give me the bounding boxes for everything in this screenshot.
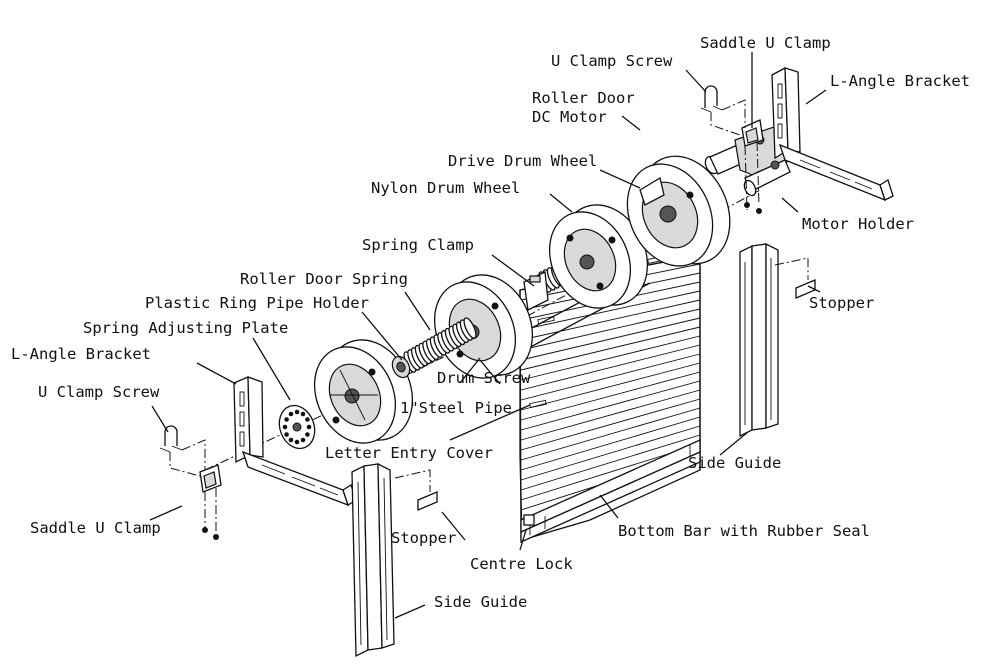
- label-stopper-right: Stopper: [809, 294, 874, 312]
- spring-clamp-part: [523, 271, 549, 311]
- label-saddle-u-clamp-left: Saddle U Clamp: [30, 519, 161, 537]
- plate-hole: [282, 424, 288, 430]
- curtain-slat: [520, 416, 701, 471]
- curtain-slat: [520, 290, 701, 331]
- right-l-angle-bracket: [771, 66, 894, 202]
- label-spring-clamp: Spring Clamp: [362, 236, 474, 254]
- label-nylon-drum-wheel: Nylon Drum Wheel: [371, 179, 520, 197]
- label-stopper-left: Stopper: [391, 529, 456, 547]
- spring-adjusting-plate: [278, 404, 316, 450]
- plate-hole: [305, 417, 310, 422]
- right-stopper: [774, 257, 816, 299]
- label-spring-adjusting-plate: Spring Adjusting Plate: [83, 319, 288, 337]
- label-centre-lock: Centre Lock: [470, 555, 573, 573]
- label-bottom-bar: Bottom Bar with Rubber Seal: [618, 522, 870, 540]
- labels: Saddle U Clamp U Clamp Screw L-Angle Bra…: [11, 34, 970, 611]
- top-saddle-u-clamp: [741, 119, 764, 214]
- label-roller-door-dc-motor-line1: Roller Door: [532, 89, 635, 107]
- curtain-slat: [520, 398, 701, 451]
- left-stopper: [394, 469, 438, 511]
- curtain-slat: [520, 326, 701, 371]
- plate-hole: [294, 409, 300, 415]
- bottom-bar: [520, 438, 701, 544]
- curtain-slat: [520, 407, 701, 461]
- curtain-slat: [520, 308, 701, 351]
- drive-drum-wheel: [626, 155, 731, 267]
- label-side-guide-right: Side Guide: [688, 454, 781, 472]
- curtain-slat: [520, 353, 701, 401]
- left-saddle-u-clamp: [199, 464, 222, 540]
- centre-lock-part: [523, 514, 535, 526]
- curtain-slat: [520, 389, 701, 441]
- left-l-angle-bracket: [233, 376, 357, 507]
- label-u-clamp-screw-top: U Clamp Screw: [551, 52, 673, 70]
- curtain-slat: [520, 425, 701, 481]
- plate-hole: [284, 432, 289, 437]
- label-u-clamp-screw-left: U Clamp Screw: [38, 383, 160, 401]
- plate-hole: [288, 437, 294, 443]
- label-drum-screw: Drum Screw: [437, 369, 531, 387]
- curtain-slat: [520, 317, 701, 361]
- label-l-angle-bracket-right: L-Angle Bracket: [830, 72, 970, 90]
- left-side-guide: [351, 462, 395, 658]
- left-drum-wheel: [313, 339, 414, 444]
- curtain-slat: [520, 299, 701, 341]
- curtain-slat: [520, 362, 701, 411]
- plate-hole: [300, 411, 306, 417]
- plate-hole: [294, 439, 300, 445]
- label-drive-drum-wheel: Drive Drum Wheel: [448, 152, 597, 170]
- curtain-slat: [520, 344, 701, 391]
- plastic-ring-pipe-holder: [391, 355, 411, 379]
- label-motor-holder: Motor Holder: [802, 215, 914, 233]
- nylon-drum-wheel: [548, 204, 649, 309]
- plate-hole: [305, 432, 310, 437]
- label-steel-pipe: 1"Steel Pipe: [400, 399, 512, 417]
- roller-door-spring: [403, 317, 477, 373]
- label-saddle-u-clamp-top: Saddle U Clamp: [700, 34, 831, 52]
- curtain-slat: [520, 434, 701, 491]
- label-letter-entry-cover: Letter Entry Cover: [325, 444, 493, 462]
- left-u-clamp-screw: [159, 425, 206, 477]
- right-side-guide: [739, 242, 779, 438]
- plate-hole: [288, 411, 294, 417]
- top-u-clamp-screw: [700, 85, 746, 136]
- plate-hole: [284, 417, 289, 422]
- leader-lines: [149, 52, 827, 619]
- curtain-slat: [520, 335, 701, 381]
- label-l-angle-bracket-left: L-Angle Bracket: [11, 345, 151, 363]
- label-roller-door-dc-motor-line2: DC Motor: [532, 108, 607, 126]
- plate-hole: [300, 437, 306, 443]
- plate-hole: [306, 424, 312, 430]
- label-plastic-ring-pipe-holder: Plastic Ring Pipe Holder: [145, 294, 369, 312]
- label-side-guide-left: Side Guide: [434, 593, 527, 611]
- label-roller-door-spring: Roller Door Spring: [240, 270, 408, 288]
- spring-coil: [463, 317, 477, 339]
- curtain-slat: [520, 380, 701, 431]
- curtain-slat: [520, 371, 701, 421]
